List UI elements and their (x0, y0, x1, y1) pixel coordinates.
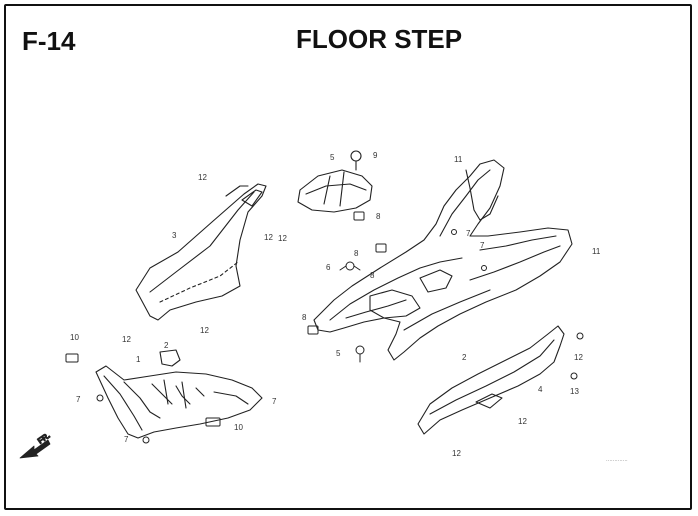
callout-label: 1 (136, 355, 141, 364)
callout-labels: 12 3 12 12 12 10 1 2 7 7 7 10 5 9 8 8 6 … (70, 151, 601, 458)
callout-label: 8 (354, 249, 359, 258)
callout-label: 11 (592, 247, 601, 256)
callout-label: 10 (234, 423, 243, 432)
callout-label: 7 (272, 397, 277, 406)
callout-label: 10 (70, 333, 79, 342)
callout-label: 12 (198, 173, 207, 182)
left-side-cover-part (135, 183, 267, 321)
callout-label: 12 (574, 353, 583, 362)
callout-label: 7 (124, 435, 129, 444)
callout-label: 6 (326, 263, 331, 272)
fastener-parts (65, 211, 584, 444)
callout-label: 8 (370, 271, 375, 280)
callout-label: 7 (466, 229, 471, 238)
callout-label: 11 (454, 155, 463, 164)
diagram-frame (4, 4, 692, 510)
section-code: F-14 (22, 26, 76, 56)
callout-label: 12 (278, 234, 287, 243)
small-inner-cover-part (297, 150, 373, 213)
callout-label: 12 (452, 449, 461, 458)
callout-label: 13 (570, 387, 579, 396)
reference-code: ············· (606, 458, 628, 464)
callout-label: 12 (518, 417, 527, 426)
right-side-cover-part (417, 325, 565, 435)
callout-label: 5 (330, 153, 335, 162)
callout-label: 8 (302, 313, 307, 322)
callout-label: 2 (164, 341, 169, 350)
page-title: FLOOR STEP (296, 24, 463, 54)
callout-label: 4 (538, 385, 543, 394)
callout-label: 3 (172, 231, 177, 240)
callout-label: 7 (76, 395, 81, 404)
callout-label: 7 (480, 241, 485, 250)
floor-step-main-part (313, 159, 573, 361)
front-lower-cover-part (95, 349, 263, 439)
callout-label: 5 (336, 349, 341, 358)
callout-label: 2 (462, 353, 467, 362)
callout-label: 8 (376, 212, 381, 221)
callout-label: 12 (122, 335, 131, 344)
callout-label: 9 (373, 151, 378, 160)
callout-label: 12 (200, 326, 209, 335)
callout-label: 12 (264, 233, 273, 242)
front-direction-marker: FR. (19, 430, 52, 459)
